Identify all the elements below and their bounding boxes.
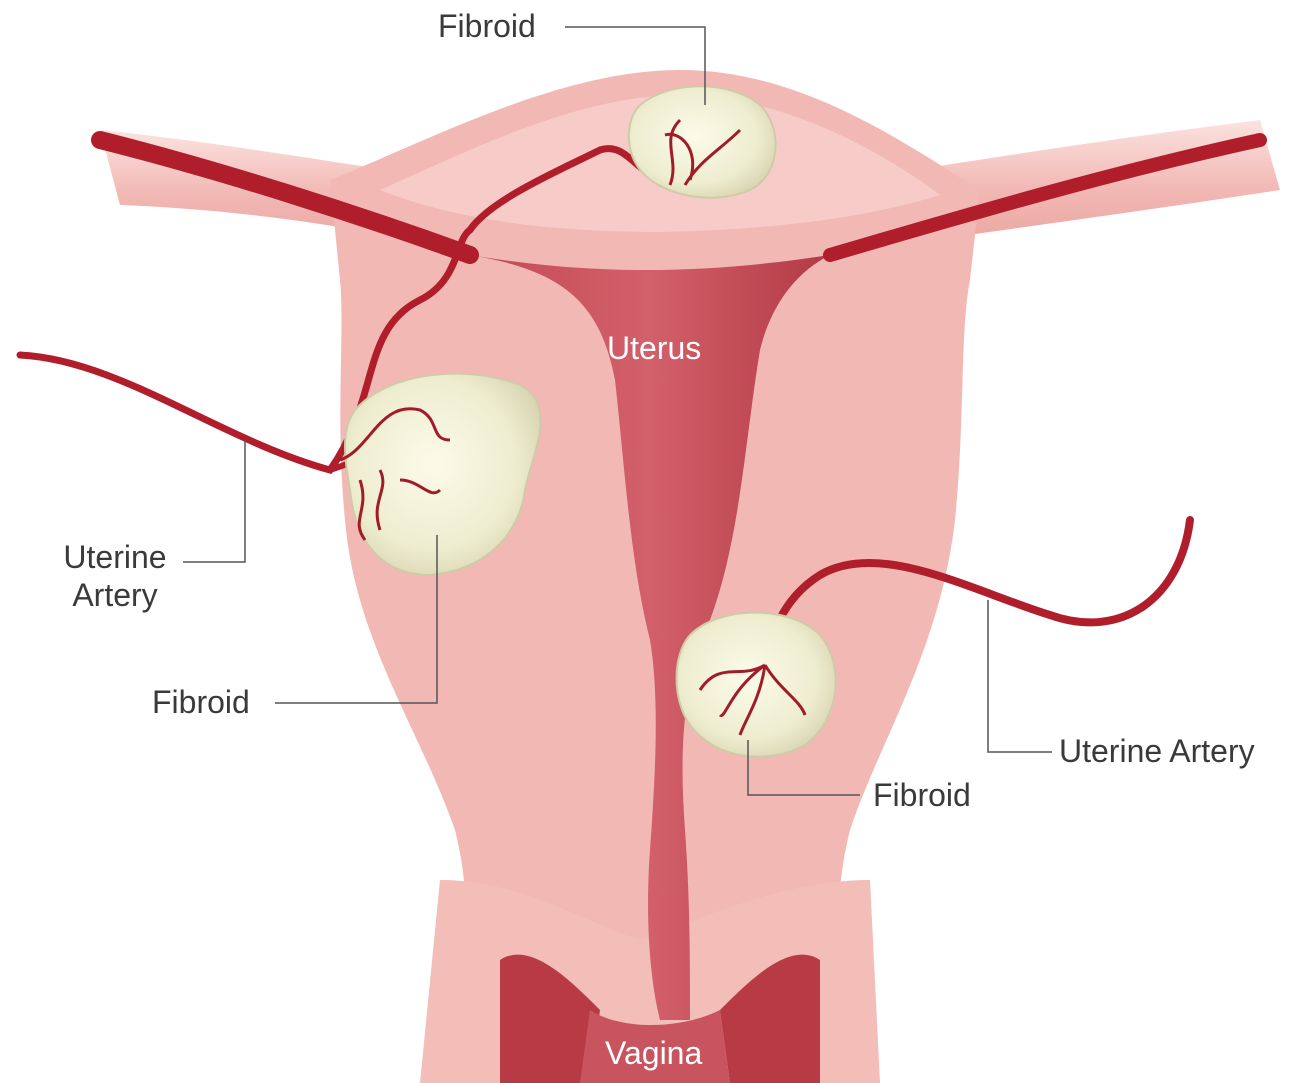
fibroid-top: [629, 86, 776, 197]
leader-uterine-artery-left: [183, 440, 245, 562]
label-vagina: Vagina: [605, 1034, 702, 1072]
label-uterine-artery-left-line2: Artery: [40, 576, 190, 614]
label-fibroid-top: Fibroid: [438, 7, 536, 45]
label-uterine-artery-left-line1: Uterine: [40, 538, 190, 576]
label-fibroid-left: Fibroid: [152, 683, 250, 721]
leader-uterine-artery-right: [988, 600, 1052, 752]
fibroid-right: [677, 613, 836, 757]
label-uterus: Uterus: [607, 329, 701, 367]
label-fibroid-right: Fibroid: [873, 776, 971, 814]
label-uterine-artery-left: Uterine Artery: [40, 538, 190, 615]
label-uterine-artery-right: Uterine Artery: [1059, 732, 1255, 770]
